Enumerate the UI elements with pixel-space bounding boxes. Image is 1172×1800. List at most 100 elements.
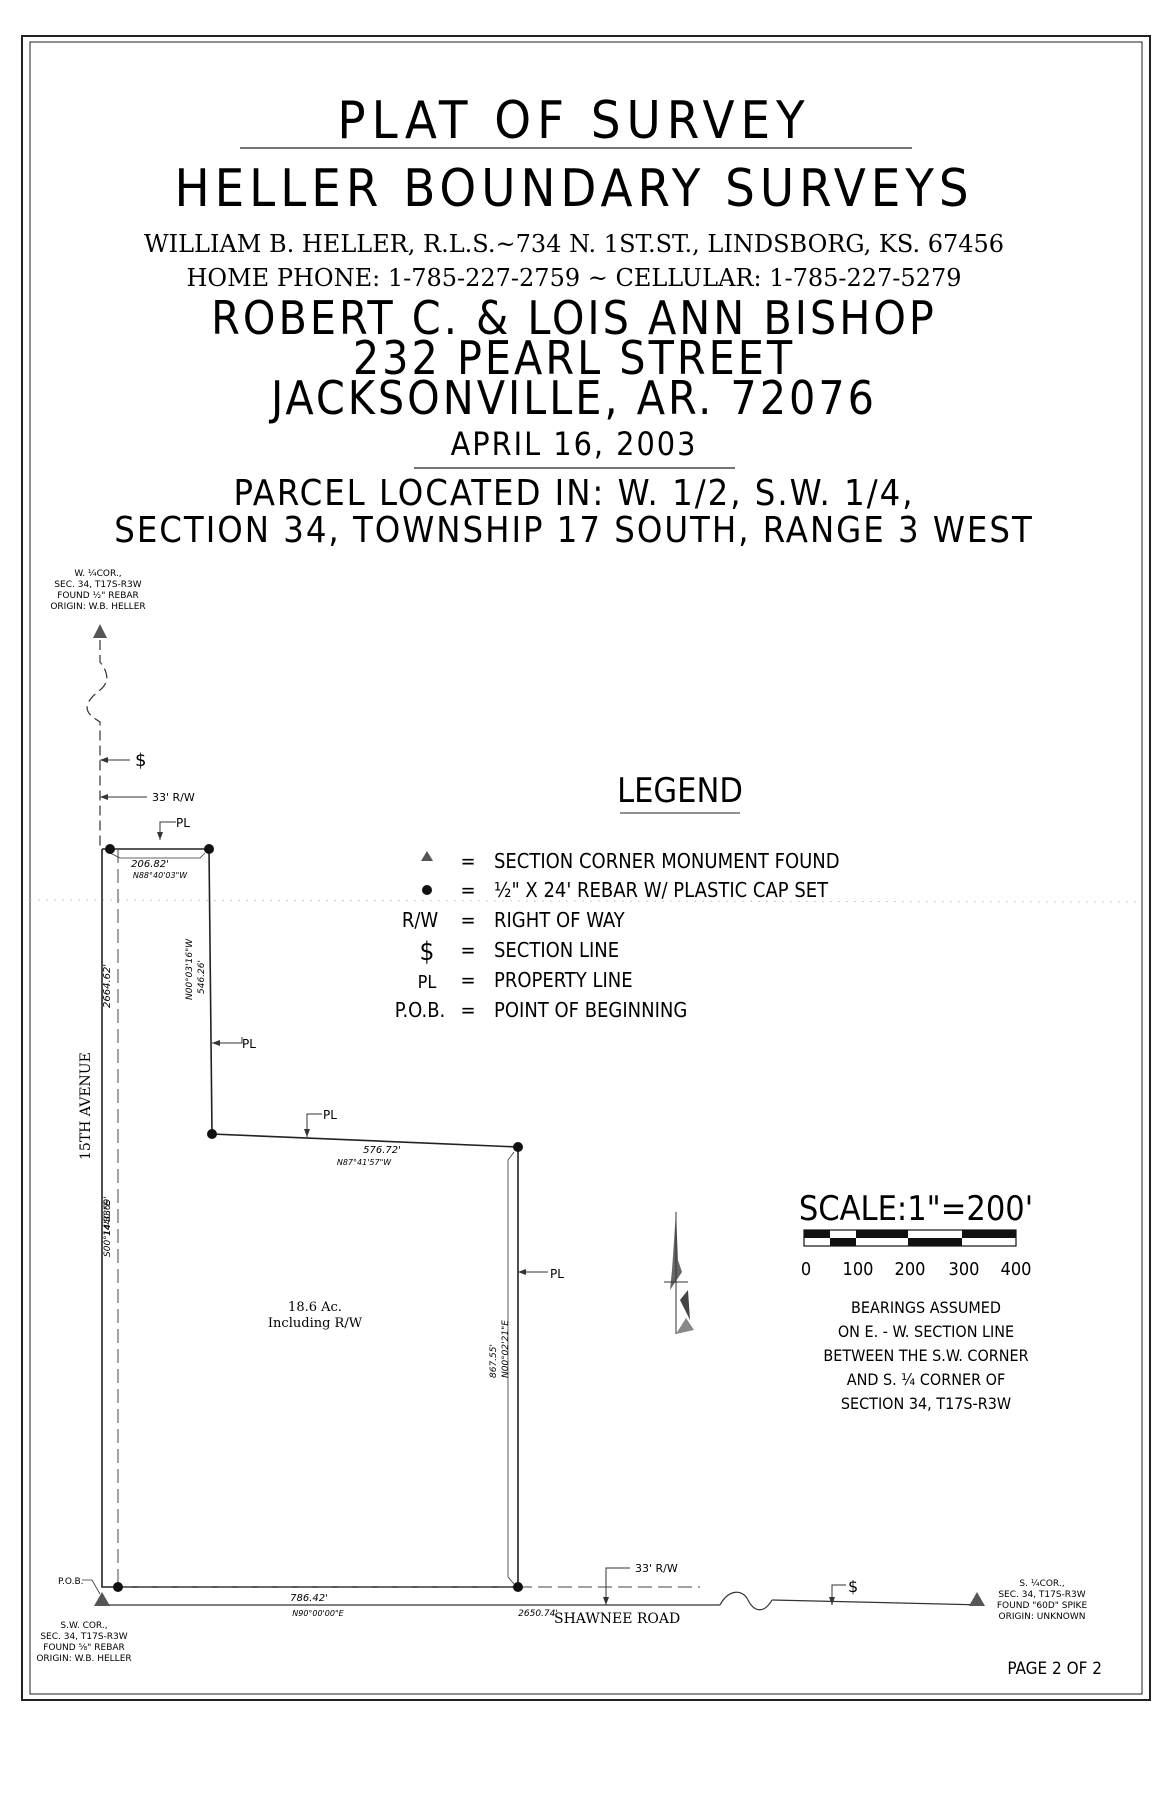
- svg-text:SECTION CORNER MONUMENT FOU: SECTION CORNER MONUMENT FOUND: [494, 849, 840, 873]
- svg-text:RIGHT OF WAY: RIGHT OF WAY: [494, 908, 626, 932]
- scale-bar: [803, 1229, 1017, 1247]
- road-west-name: 15TH AVENUE: [78, 1052, 94, 1160]
- svg-text:AND S. ¼ CORNER OF: AND S. ¼ CORNER OF: [847, 1370, 1006, 1389]
- west-section-line-upper: [86, 640, 108, 848]
- area-note: Including R/W: [268, 1316, 363, 1331]
- west-section-distance: 2664.62': [102, 964, 113, 1008]
- area-acres: 18.6 Ac.: [288, 1300, 342, 1315]
- north-bearing: N88°40'03"W: [133, 871, 188, 880]
- svg-text:=: =: [460, 938, 475, 962]
- svg-text:=: =: [460, 849, 475, 873]
- legend-section-line-symbol: $: [420, 937, 435, 967]
- svg-text:BEARINGS ASSUMED: BEARINGS ASSUMED: [851, 1298, 1001, 1317]
- svg-text:W. ¼COR.,: W. ¼COR.,: [74, 569, 121, 579]
- south-section-line-east: [771, 1599, 985, 1606]
- svg-text:300: 300: [949, 1259, 980, 1280]
- north-arrow-icon: [664, 1212, 694, 1334]
- svg-text:½" X 24' REBAR W/ PLASTIC: ½" X 24' REBAR W/ PLASTIC CAP SET: [494, 878, 829, 902]
- surveyor-line: WILLIAM B. HELLER, R.L.S.~734 N. 1ST.ST.…: [144, 230, 1004, 258]
- page-label: PAGE 2 OF 2: [1007, 1659, 1102, 1679]
- parcel-line-2: SECTION 34, TOWNSHIP 17 SOUTH, RANGE 3 W…: [114, 510, 1033, 551]
- nw-monument-triangle-icon: [93, 624, 107, 638]
- mid-bearing: N87°41'57"W: [337, 1158, 392, 1167]
- section-line-symbol-south: $: [848, 1577, 858, 1596]
- rebar-dot-icon: [204, 844, 214, 854]
- svg-text:SECTION LINE: SECTION LINE: [494, 938, 619, 962]
- se-monument-triangle-icon: [969, 1592, 985, 1606]
- mid-distance: 576.72': [363, 1145, 401, 1156]
- legend-property-line-symbol: PL: [418, 972, 437, 993]
- svg-text:FOUND ½" REBAR: FOUND ½" REBAR: [57, 591, 139, 601]
- south-distance: 786.42': [290, 1593, 328, 1604]
- east-bearing: N00°02'21"E: [501, 1320, 511, 1378]
- legend-title: LEGEND: [617, 771, 743, 811]
- svg-text:SEC. 34, T17S-R3W: SEC. 34, T17S-R3W: [54, 580, 141, 590]
- pob-label: P.O.B.: [58, 1577, 84, 1587]
- pl-symbol-east: PL: [550, 1267, 564, 1281]
- plat-title: PLAT OF SURVEY: [337, 91, 810, 151]
- svg-text:SEC. 34, T17S-R3W: SEC. 34, T17S-R3W: [40, 1632, 127, 1642]
- rebar-dot-icon: [207, 1129, 217, 1139]
- row-south-label: 33' R/W: [635, 1562, 678, 1575]
- svg-text:400: 400: [1001, 1259, 1032, 1280]
- client-city: JACKSONVILLE, AR. 72076: [268, 371, 877, 425]
- row-west-label: 33' R/W: [152, 791, 195, 804]
- svg-text:FOUND ⅝" REBAR: FOUND ⅝" REBAR: [43, 1643, 125, 1653]
- client-street: 232 PEARL STREET: [353, 331, 795, 385]
- legend-dot-icon: [422, 885, 432, 895]
- svg-text:P.O.B.: P.O.B.: [395, 998, 446, 1022]
- bearings-note: BEARINGS ASSUMED ON E. - W. SECTION LINE…: [823, 1298, 1028, 1413]
- svg-text:BETWEEN THE S.W. CORNER: BETWEEN THE S.W. CORNER: [823, 1346, 1028, 1365]
- legend-triangle-icon: [421, 851, 433, 861]
- road-south-name: SHAWNEE ROAD: [554, 1611, 680, 1627]
- north-distance: 206.82': [131, 859, 169, 870]
- west-bearing: S00°14'33"E: [103, 1200, 113, 1257]
- west-lower-distance: 1440.69': [103, 1196, 113, 1236]
- svg-text:ON E. - W. SECTION LINE: ON E. - W. SECTION LINE: [838, 1322, 1014, 1341]
- inner-west-bearing: N00°03'16"W: [185, 938, 195, 1000]
- pl-symbol-inner-west: PL: [242, 1037, 256, 1051]
- svg-text:100: 100: [843, 1259, 874, 1280]
- svg-text:=: =: [460, 998, 475, 1022]
- sw-monument-triangle-icon: [94, 1592, 110, 1606]
- property-boundary: [101, 848, 519, 1588]
- svg-text:ORIGIN: UNKNOWN: ORIGIN: UNKNOWN: [999, 1612, 1086, 1622]
- section-line-break: [719, 1591, 773, 1611]
- pl-symbol-mid: PL: [323, 1108, 337, 1122]
- section-line-symbol: $: [135, 750, 146, 771]
- survey-date: APRIL 16, 2003: [451, 425, 698, 463]
- parcel-line-1: PARCEL LOCATED IN: W. 1/2, S.W. 1/4,: [234, 473, 915, 514]
- legend-items: = SECTION CORNER MONUMENT FOUND = ½" X 2…: [395, 849, 840, 1022]
- east-distance: 867.55': [489, 1344, 499, 1378]
- svg-text:POINT OF BEGINNING: POINT OF BEGINNING: [494, 998, 687, 1022]
- svg-text:0: 0: [801, 1259, 811, 1280]
- inner-border: [29, 41, 1143, 1695]
- pl-symbol-north: PL: [176, 816, 190, 830]
- svg-text:FOUND "60D" SPIKE: FOUND "60D" SPIKE: [997, 1601, 1088, 1611]
- svg-text:PROPERTY LINE: PROPERTY LINE: [494, 968, 633, 992]
- svg-text:=: =: [460, 908, 475, 932]
- scale-ticks: 0 100 200 300 400: [801, 1259, 1032, 1280]
- svg-text:=: =: [460, 968, 475, 992]
- company-name: HELLER BOUNDARY SURVEYS: [174, 159, 973, 219]
- rebar-dot-icon: [513, 1582, 523, 1592]
- svg-text:R/W: R/W: [402, 908, 439, 932]
- rebar-dot-icon: [113, 1582, 123, 1592]
- svg-text:200: 200: [895, 1259, 926, 1280]
- svg-text:=: =: [460, 878, 475, 902]
- svg-text:SEC. 34, T17S-R3W: SEC. 34, T17S-R3W: [998, 1590, 1085, 1600]
- svg-text:S. ¼COR.,: S. ¼COR.,: [1019, 1579, 1064, 1589]
- sw-corner-note: S.W. COR., SEC. 34, T17S-R3W FOUND ⅝" RE…: [36, 1621, 131, 1664]
- svg-text:S.W. COR.,: S.W. COR.,: [60, 1621, 107, 1631]
- rebar-dot-icon: [513, 1142, 523, 1152]
- nw-corner-note: W. ¼COR., SEC. 34, T17S-R3W FOUND ½" REB…: [50, 569, 145, 612]
- south-total-distance: 2650.74': [518, 1609, 558, 1619]
- outer-border: [21, 35, 1151, 1701]
- scale-label: SCALE:1"=200': [799, 1189, 1033, 1229]
- fold-line: [29, 899, 1143, 903]
- rebar-dot-icon: [105, 844, 115, 854]
- south-bearing: N90°00'00"E: [292, 1609, 344, 1618]
- inner-west-distance: 546.26': [197, 960, 207, 994]
- client-name: ROBERT C. & LOIS ANN BISHOP: [211, 291, 937, 345]
